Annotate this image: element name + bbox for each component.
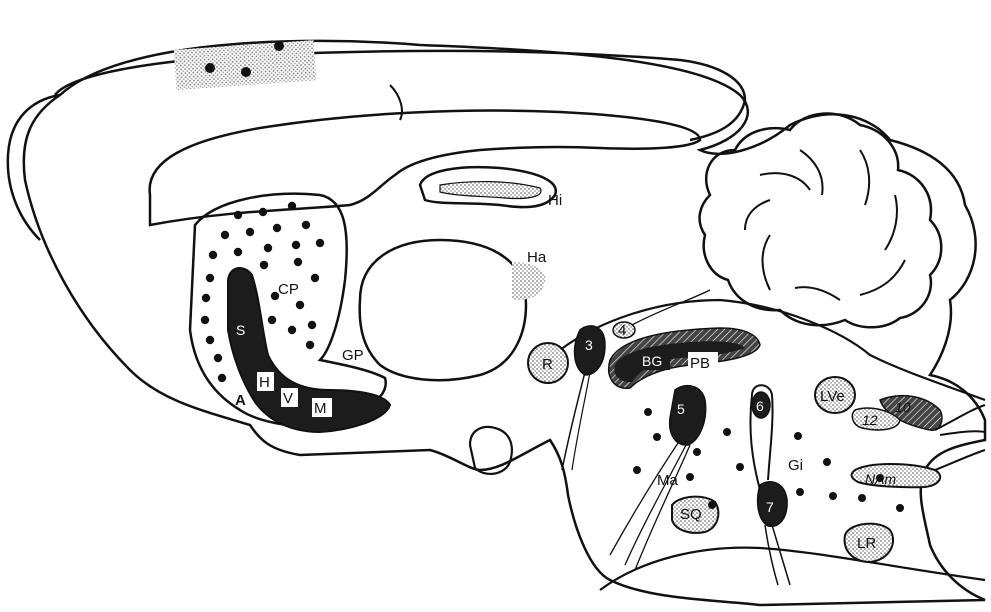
label-bg: BG bbox=[642, 353, 662, 369]
label-h: H bbox=[259, 374, 270, 391]
brain-outline bbox=[24, 41, 985, 605]
label-a: A bbox=[235, 392, 246, 409]
corpus-callosum bbox=[150, 111, 700, 225]
nerve-4 bbox=[632, 290, 710, 325]
nucleus-5 bbox=[670, 386, 706, 445]
label-hi: Hi bbox=[548, 192, 562, 209]
brainstem-lower-contour bbox=[600, 548, 985, 590]
label-10: 10 bbox=[895, 399, 911, 415]
label-6: 6 bbox=[756, 398, 764, 414]
label-3: 3 bbox=[585, 337, 593, 353]
thalamus-outline bbox=[360, 240, 526, 380]
label-gi: Gi bbox=[788, 457, 803, 474]
label-cp: CP bbox=[278, 281, 299, 298]
cortical-dot bbox=[241, 67, 251, 77]
label-pb: PB bbox=[690, 355, 710, 372]
cortex-upper-contour bbox=[55, 51, 745, 140]
label-v: V bbox=[283, 390, 293, 407]
label-12: 12 bbox=[862, 412, 878, 428]
label-r: R bbox=[542, 356, 553, 373]
label-5: 5 bbox=[677, 401, 685, 417]
cerebellum-folia bbox=[745, 150, 905, 300]
label-m: M bbox=[314, 400, 327, 417]
label-4: 4 bbox=[618, 322, 626, 339]
label-lve: LVe bbox=[820, 388, 845, 405]
label-ma: Ma bbox=[657, 472, 678, 489]
label-ha: Ha bbox=[527, 249, 547, 266]
cortical-dot bbox=[274, 41, 284, 51]
hippocampus-stipple bbox=[440, 182, 541, 199]
label-lr: LR bbox=[857, 535, 876, 552]
label-s: S bbox=[236, 322, 245, 338]
olfactory-bulb-outline bbox=[8, 95, 60, 240]
nerve-7 bbox=[765, 525, 790, 585]
mammillary-body bbox=[470, 427, 512, 474]
cortical-dot bbox=[205, 63, 215, 73]
habenula-stipple bbox=[512, 262, 545, 300]
label-sq: SQ bbox=[680, 506, 702, 523]
label-7: 7 bbox=[766, 499, 774, 515]
label-gp: GP bbox=[342, 347, 364, 364]
dark-band-shsvm bbox=[228, 268, 390, 432]
nerve-3 bbox=[562, 372, 585, 470]
